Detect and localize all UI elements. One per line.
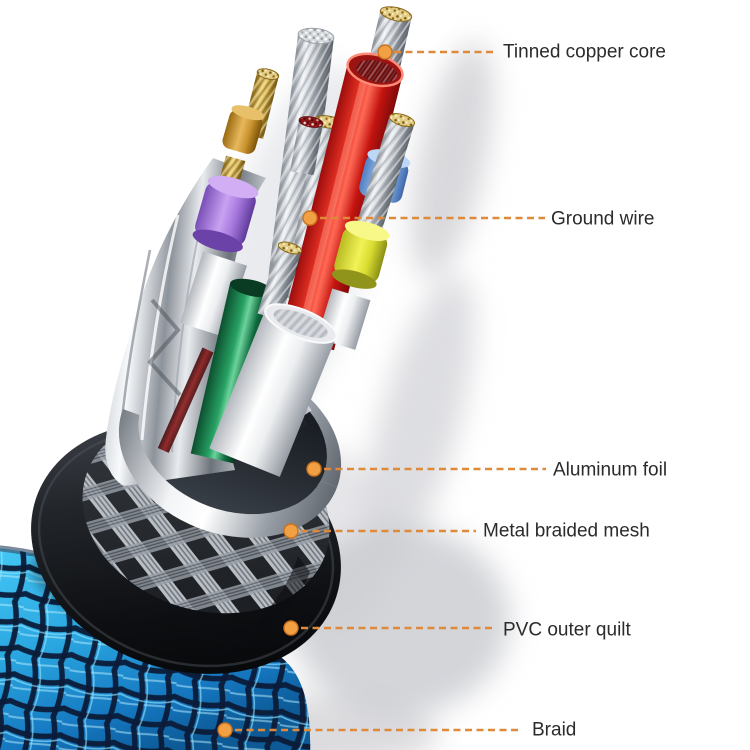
callout-dot — [283, 523, 299, 539]
callout-dot — [306, 461, 322, 477]
callout-label: Aluminum foil — [553, 460, 667, 481]
callout-label: Ground wire — [551, 209, 655, 230]
yellow-sleeve — [331, 220, 390, 289]
orange-sleeve — [222, 105, 265, 154]
wire-green — [190, 278, 274, 464]
callout-metal-braided-mesh: Metal braided mesh — [283, 521, 650, 542]
callout-label: PVC outer quilt — [503, 620, 632, 641]
callout-dot — [283, 620, 299, 636]
callout-label: Braid — [532, 720, 576, 741]
callout-label: Tinned copper core — [503, 42, 666, 63]
callout-braid: Braid — [217, 720, 576, 741]
callout-ground-wire: Ground wire — [302, 209, 655, 230]
callout-dot — [217, 722, 233, 738]
callout-tinned-copper-core: Tinned copper core — [377, 42, 666, 63]
callout-label: Metal braided mesh — [483, 521, 650, 542]
callout-pvc-outer-quilt: PVC outer quilt — [283, 620, 632, 641]
callout-dot — [377, 44, 393, 60]
callout-dot — [302, 210, 318, 226]
foil-collar-front — [118, 403, 342, 538]
wire-white — [209, 241, 338, 477]
purple-sleeve — [192, 175, 259, 253]
wire-blue-yellow-assembly — [317, 113, 416, 350]
wire-bundle — [157, 6, 416, 477]
wire-twisted-pair-tip — [290, 116, 324, 176]
callout-aluminum-foil: Aluminum foil — [306, 460, 667, 481]
callouts: Tinned copper core Ground wire Aluminum … — [217, 42, 667, 741]
